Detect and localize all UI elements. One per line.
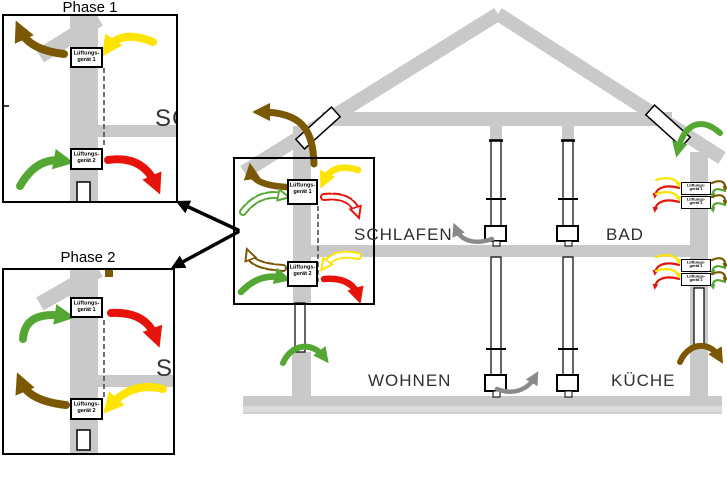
phase1-supply-arrow — [104, 155, 162, 195]
phase1-inset: SCHLAFEN — [2, 14, 178, 203]
schlafen-air-arrow — [452, 222, 495, 244]
chimney-column — [293, 126, 311, 305]
window — [76, 181, 91, 201]
wohnen-inlet-arrow — [280, 343, 329, 366]
unit1-extract-arrow-solid — [319, 164, 362, 189]
ground-slab — [243, 396, 722, 406]
kueche-unit1-box: Lüftungs-gerät 1 — [681, 259, 711, 272]
phase1-intake-arrow — [16, 148, 75, 190]
clipped-schlafen-label: SCHLAFEN — [155, 105, 176, 132]
room-label-kueche: KÜCHE — [611, 371, 676, 390]
unit2-intake-arrow-solid — [237, 267, 292, 296]
roof-left-slope — [240, 8, 502, 178]
phase2-intake-arrow — [19, 304, 76, 343]
phase1-extract-arrow — [102, 32, 157, 57]
detail-unit2-label: Lüftungs-gerät 2 — [289, 264, 316, 277]
phase2-title: Phase 2 — [60, 249, 116, 266]
connector-to-phase2 — [170, 230, 240, 269]
unit2-supply-arrow-solid — [320, 275, 364, 305]
phase1-title: Phase 1 — [62, 0, 118, 16]
roof-intake-arrow — [672, 121, 723, 158]
detail-unit1-box: Lüftungs-gerät 1 — [287, 179, 318, 205]
kueche-outlet-arrow — [677, 343, 723, 365]
phase2-unit1-box: Lüftungs-gerät 1 — [70, 297, 103, 318]
kueche-unit2-box: Lüftungs-gerät 2 — [681, 273, 711, 286]
phase2-supply-arrow — [107, 308, 163, 348]
floor-band — [98, 125, 176, 137]
duct-stub-right — [562, 126, 574, 141]
phase2-extract-arrow — [103, 383, 167, 414]
air-outlet-box — [556, 374, 579, 392]
unit1-supply-arrow-core — [322, 194, 357, 212]
left-wall-lower — [292, 352, 311, 397]
phase1-drawing — [4, 16, 176, 201]
bad-unit2-box: Lüftungs-gerät 2 — [681, 196, 711, 209]
phase1-exhaust-arrow — [14, 20, 68, 58]
interior-ducts — [484, 139, 579, 398]
room-label-wohnen: WOHNEN — [368, 371, 452, 390]
right-units-arrows — [652, 177, 727, 290]
room-label-schlafen: SCHLAFEN — [354, 225, 453, 244]
wohnen-air-arrow — [494, 371, 539, 394]
air-outlet-box — [556, 225, 579, 242]
house-airflow-arrows — [251, 102, 723, 394]
upper-floor-slab — [296, 245, 708, 257]
attic-floor-beam — [322, 112, 672, 126]
connector-to-phase1 — [175, 200, 240, 232]
unit2-extract-arrow-core — [325, 252, 360, 265]
chimney — [70, 16, 98, 201]
window — [76, 429, 91, 451]
phase2-exhaust-arrow — [15, 372, 70, 409]
detail-unit2-box: Lüftungs-gerät 2 — [287, 261, 318, 287]
clipped-schlafen-label: SCHLAFEN — [156, 355, 174, 382]
duct-stub-left — [490, 126, 502, 141]
duct-lower-right — [562, 256, 574, 376]
phase1-unit1-box: Lüftungs-gerät 1 — [70, 47, 103, 68]
room-label-bad: BAD — [606, 225, 644, 244]
phase1-unit2-box: Lüftungs-gerät 2 — [70, 148, 103, 170]
duct-lower-left — [490, 256, 502, 376]
outlet-stub — [564, 390, 573, 398]
detail-overlay-arrows — [237, 162, 364, 305]
duct-upper-left — [490, 139, 502, 227]
outlet-stub — [564, 240, 573, 247]
phase2-unit2-box: Lüftungs-gerät 2 — [70, 398, 103, 420]
detail-unit1-label: Lüftungs-gerät 1 — [289, 182, 316, 195]
detail-highlight-box — [233, 157, 375, 305]
duct-upper-right — [562, 139, 574, 227]
unit1-intake-arrow-core — [241, 195, 283, 214]
outlet-stub — [492, 240, 501, 247]
ground-slab-edge — [243, 406, 722, 412]
right-window — [693, 287, 705, 349]
roof-exhaust-arrow — [251, 102, 318, 168]
unit2-exhaust-arrow-core — [249, 255, 285, 270]
brown-arrow-stub — [105, 270, 113, 277]
inset-connector-arrows — [170, 200, 240, 269]
bad-unit1-box: Lüftungs-gerät 1 — [681, 182, 711, 195]
unit1-exhaust-arrow-solid — [243, 162, 290, 191]
